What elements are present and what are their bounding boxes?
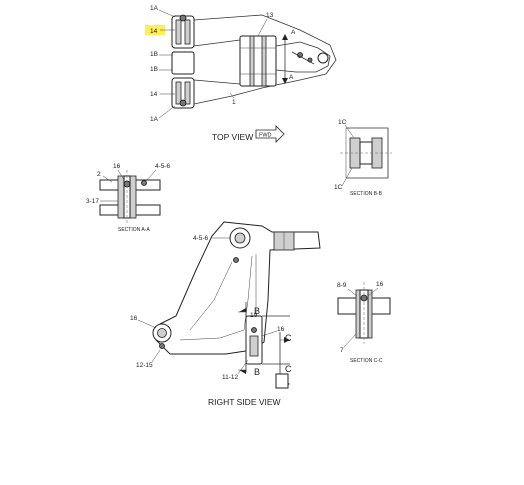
callout-b-top: B bbox=[254, 306, 260, 316]
fwd-arrow bbox=[255, 125, 285, 143]
callout-16-side-left: 16 bbox=[130, 315, 138, 322]
callout-1b-lower: 1B bbox=[150, 66, 158, 73]
section-a-a: 16 4-5-6 2 3-17 SECTION A-A bbox=[86, 163, 171, 233]
callout-a-bottom: A bbox=[289, 74, 294, 81]
top-view-title: TOP VIEW bbox=[212, 132, 253, 142]
callout-c-top: C bbox=[285, 333, 292, 343]
callout-7: 7 bbox=[340, 347, 344, 354]
callout-1c-top: 1C bbox=[338, 119, 347, 126]
callout-highlight bbox=[145, 25, 165, 35]
section-b-b: 1C 1C SECTION B-B bbox=[334, 119, 392, 197]
callout-13: 13 bbox=[266, 12, 274, 19]
callout-10: 10 bbox=[250, 312, 258, 319]
callout-16-side-right: 16 bbox=[277, 326, 285, 333]
section-c-c-title: SECTION C-C bbox=[350, 358, 383, 364]
callout-1: 1 bbox=[232, 99, 236, 106]
section-b-b-title: SECTION B-B bbox=[350, 191, 383, 197]
callout-c-bottom: C bbox=[285, 364, 292, 374]
callout-1b-upper: 1B bbox=[150, 51, 158, 58]
callout-a-top: A bbox=[291, 29, 296, 36]
callout-8-9: 8-9 bbox=[337, 282, 347, 289]
callout-11-12: 11-12 bbox=[222, 374, 239, 381]
callout-16-sec-c: 16 bbox=[376, 281, 384, 288]
callout-14-highlighted: 14 bbox=[150, 28, 158, 35]
callout-12-15: 12-15 bbox=[136, 362, 153, 369]
callout-1a-bottom: 1A bbox=[150, 116, 159, 123]
right-side-view-title: RIGHT SIDE VIEW bbox=[208, 397, 281, 407]
callout-16-sec-a: 16 bbox=[113, 163, 121, 170]
callout-b-bottom: B bbox=[254, 367, 260, 377]
lower-bushing bbox=[171, 77, 195, 109]
section-c-c: 8-9 16 7 SECTION C-C bbox=[337, 281, 391, 364]
callout-1c-bottom: 1C bbox=[334, 184, 343, 191]
callout-3-17: 3-17 bbox=[86, 198, 99, 205]
callout-1a-top: 1A bbox=[150, 5, 159, 12]
callout-4-5-6-side: 4-5-6 bbox=[193, 235, 209, 242]
upper-bushing bbox=[171, 14, 195, 49]
callout-2: 2 bbox=[97, 171, 101, 178]
callout-4-5-6-sec-a: 4-5-6 bbox=[155, 163, 171, 170]
right-side-view: 4-5-6 16 12-15 10 16 11-12 B B C C RIGHT… bbox=[130, 221, 321, 407]
callout-14-lower: 14 bbox=[150, 91, 158, 98]
top-view: 1A 14 1B 1B 14 1A 13 1 A A TOP VIEW FWD bbox=[145, 5, 337, 143]
section-a-a-title: SECTION A-A bbox=[118, 227, 150, 233]
fwd-label: FWD bbox=[259, 133, 272, 139]
